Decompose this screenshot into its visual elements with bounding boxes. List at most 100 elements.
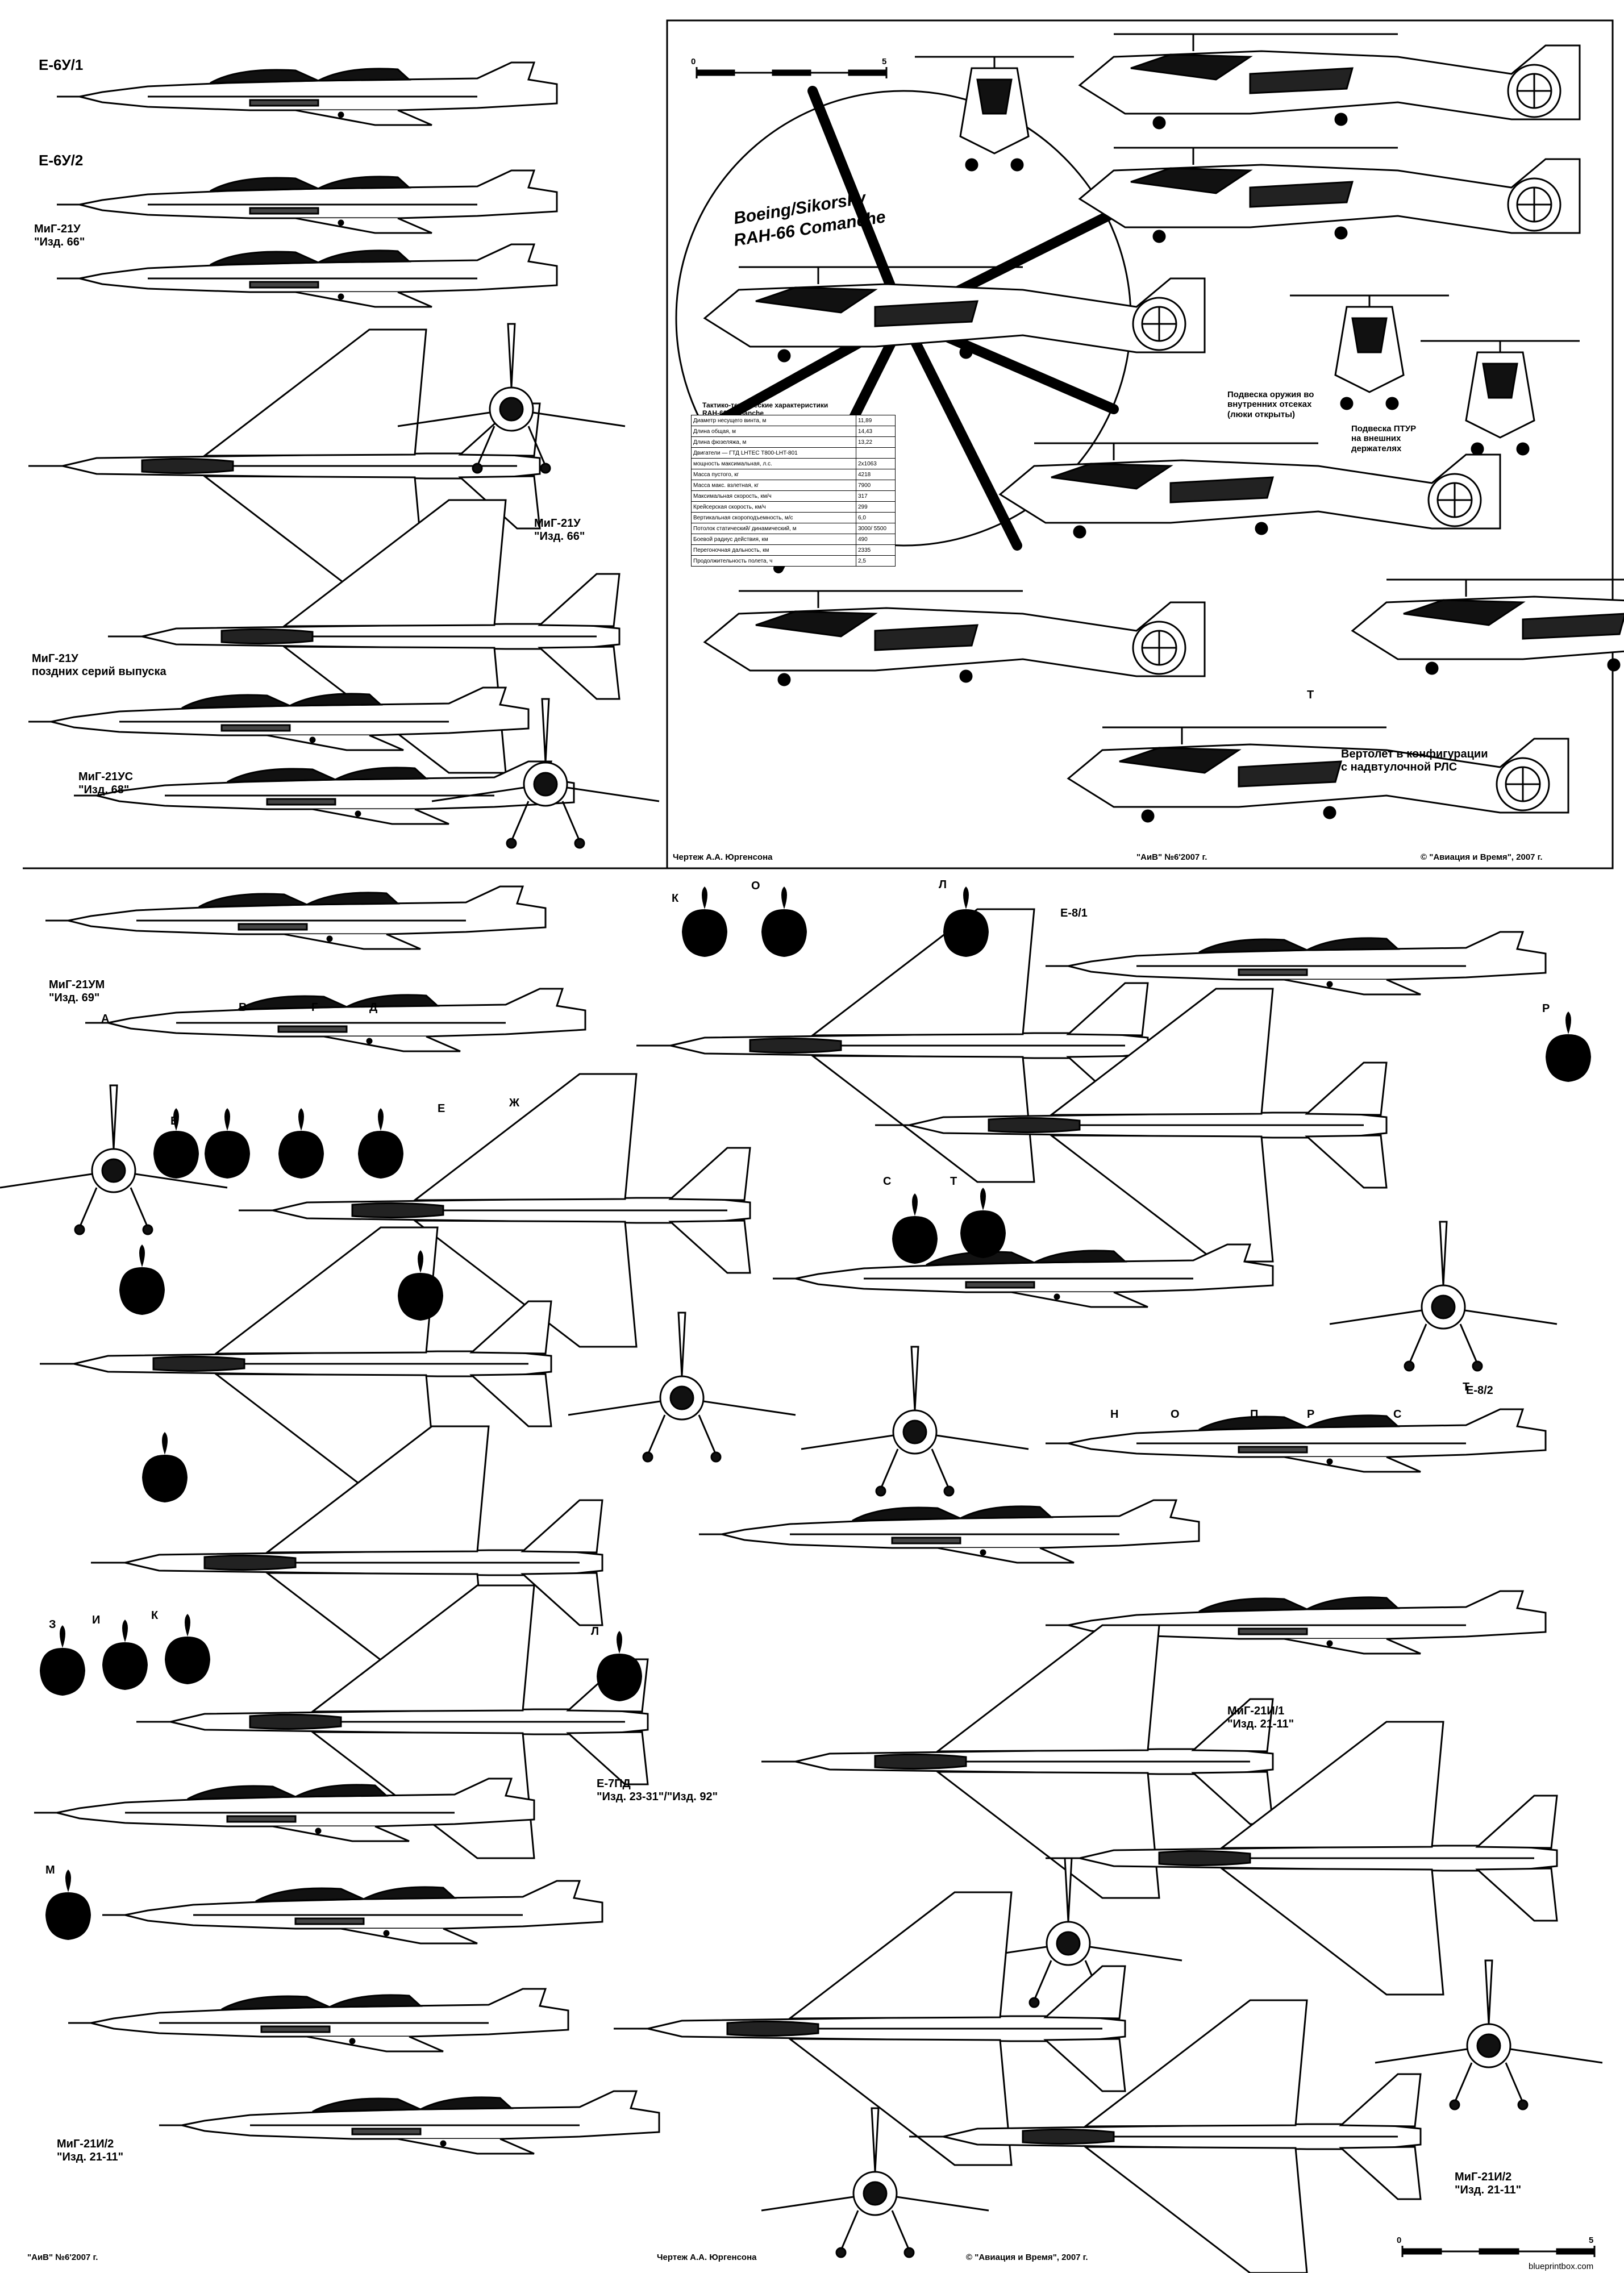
spec-label: Длина общая, м	[691, 426, 856, 437]
scale-start: 0	[691, 57, 696, 66]
label-e8-1: Е-8/1	[1060, 907, 1088, 919]
section-letter: Г	[311, 1001, 318, 1014]
spec-value: 317	[856, 490, 896, 502]
label-mig21i1: МиГ-21И/1 "Изд. 21-11"	[1227, 1705, 1294, 1730]
section-letter: Р	[1307, 1408, 1315, 1421]
section-letter: Е	[438, 1102, 445, 1115]
helicopter-drawings	[675, 33, 1624, 823]
label-mig21u-66-plan: МиГ-21У "Изд. 66"	[534, 517, 585, 543]
section-letter: Л	[939, 879, 947, 891]
section-letter: Б	[170, 1115, 179, 1127]
upper-left-drawings	[27, 61, 660, 849]
scale-start-lower: 0	[1397, 2235, 1402, 2245]
label-mig21u-66-top: МиГ-21У "Изд. 66"	[34, 223, 85, 248]
heli-credit-drawing: Чертеж А.А. Юргенсона	[673, 852, 773, 862]
section-letter: Р	[1542, 1002, 1550, 1015]
spec-value: 14,43	[856, 426, 896, 437]
spec-value: 2x1063	[856, 458, 896, 469]
spec-label: Масса пустого, кг	[691, 469, 856, 480]
section-letter: Т	[950, 1175, 957, 1188]
scale-end: 5	[882, 57, 887, 66]
section-letter: О	[751, 880, 760, 892]
label-e6u1: Е-6У/1	[39, 56, 84, 73]
credit-copyright: © "Авиация и Время", 2007 г.	[966, 2253, 1088, 2262]
spec-label: Перегоночная дальность, км	[691, 544, 856, 556]
spec-value: 7900	[856, 480, 896, 491]
section-letter: О	[1171, 1408, 1180, 1421]
label-mig21i2-left: МиГ-21И/2 "Изд. 21-11"	[57, 2138, 124, 2163]
spec-value: 11,89	[856, 415, 896, 426]
section-letter: С	[1393, 1408, 1402, 1421]
label-mig21um: МиГ-21УМ "Изд. 69"	[49, 979, 105, 1004]
spec-label: Диаметр несущего винта, м	[691, 415, 856, 426]
section-letter: Т	[1463, 1381, 1470, 1393]
label-e7pd: Е-7ПД "Изд. 23-31"/"Изд. 92"	[597, 1777, 718, 1803]
section-letter: А	[101, 1013, 110, 1025]
spec-value: 299	[856, 501, 896, 513]
lower-drawings	[0, 885, 1604, 2273]
spec-label: Масса макс. взлетная, кг	[691, 480, 856, 491]
spec-row: мощность максимальная, л.с.2x1063	[691, 458, 896, 469]
label-mig21us: МиГ-21УС "Изд. 68"	[78, 771, 134, 796]
watermark: blueprintbox.com	[1529, 2262, 1594, 2271]
spec-row: Двигатели — ГТД LHTEC T800-LHT-801	[691, 447, 896, 459]
heli-credit-issue: "АиВ" №6'2007 г.	[1136, 852, 1207, 862]
section-letter: Л	[591, 1625, 599, 1638]
spec-label: Крейсерская скорость, км/ч	[691, 501, 856, 513]
spec-label: Длина фюзеляжа, м	[691, 436, 856, 448]
spec-value	[856, 447, 896, 459]
scale-end-lower: 5	[1589, 2235, 1594, 2245]
spec-value: 6,0	[856, 512, 896, 523]
spec-value: 2335	[856, 544, 896, 556]
section-letter: П	[1250, 1408, 1259, 1421]
mark-t: Т	[1307, 689, 1314, 701]
spec-value: 490	[856, 534, 896, 545]
spec-label: Продолжительность полета, ч	[691, 555, 856, 567]
section-letter: Д	[369, 1001, 378, 1014]
section-letter: М	[45, 1864, 55, 1876]
spec-label: мощность максимальная, л.с.	[691, 458, 856, 469]
scale-bar-lower	[1401, 2246, 1596, 2257]
credit-drawing: Чертеж А.А. Юргенсона	[657, 2253, 757, 2262]
spec-label: Максимальная скорость, км/ч	[691, 490, 856, 502]
section-letter: К	[151, 1609, 159, 1622]
spec-value: 3000/ 5500	[856, 523, 896, 534]
spec-label: Боевой радиус действия, км	[691, 534, 856, 545]
section-letter: И	[92, 1614, 101, 1626]
label-mig21u-late: МиГ-21У поздних серий выпуска	[32, 652, 166, 678]
section-letter: К	[672, 892, 679, 905]
spec-label: Двигатели — ГТД LHTEC T800-LHT-801	[691, 447, 856, 459]
spec-label: Потолок статический/ динамический, м	[691, 523, 856, 534]
spec-value: 2,5	[856, 555, 896, 567]
label-mig21i2-right: МиГ-21И/2 "Изд. 21-11"	[1455, 2171, 1522, 2196]
spec-value: 13,22	[856, 436, 896, 448]
note-radar-config: Вертолет в конфигурации с надвтулочной Р…	[1341, 748, 1488, 773]
heli-credit-copyright: © "Авиация и Время", 2007 г.	[1421, 852, 1543, 862]
section-letter: В	[239, 1001, 247, 1014]
section-letter: Н	[1110, 1408, 1119, 1421]
panel-frames	[23, 19, 1614, 869]
spec-label: Вертикальная скороподъемность, м/с	[691, 512, 856, 523]
label-e6u2: Е-6У/2	[39, 152, 84, 169]
section-letter: З	[49, 1618, 56, 1631]
section-letter: С	[883, 1175, 892, 1188]
credit-issue: "АиВ" №6'2007 г.	[27, 2253, 98, 2262]
note-internal-bays: Подвеска оружия во внутренних отсеках (л…	[1227, 390, 1314, 419]
label-e8-2: Е-8/2	[1466, 1384, 1493, 1397]
note-external-pylons: Подвеска ПТУР на внешних держателях	[1351, 424, 1417, 453]
